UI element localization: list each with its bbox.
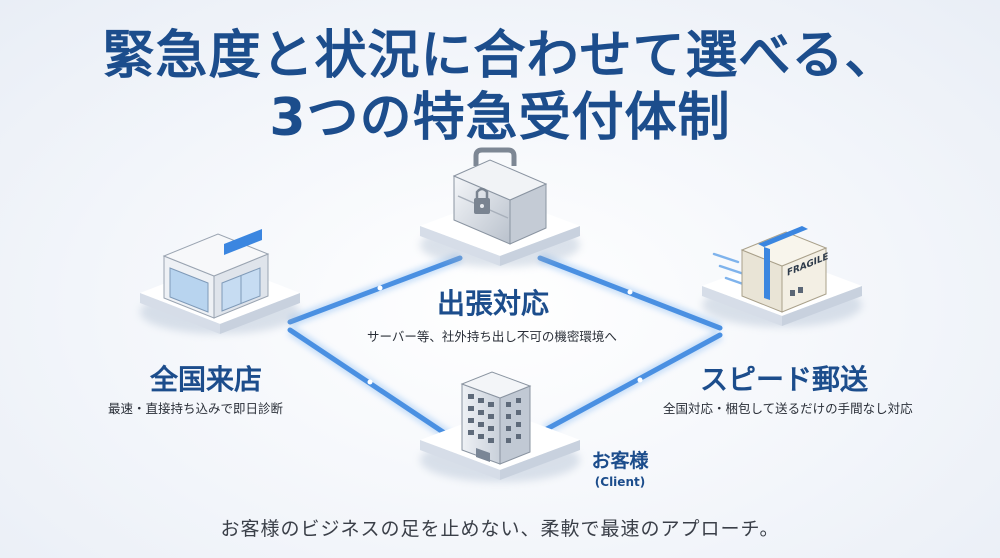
main-title-line2: 3つの特急受付体制	[269, 88, 731, 148]
client-title: お客様	[591, 450, 649, 472]
line-store-to-client	[287, 327, 458, 443]
visit-description: サーバー等、社外持ち出し不可の機密環境へ	[367, 329, 617, 344]
office-building-icon	[460, 371, 532, 465]
flow-dot	[627, 289, 633, 295]
line-store-to-visit	[287, 255, 463, 325]
mail-title: スピード郵送	[700, 363, 869, 396]
storefront-icon	[162, 229, 270, 319]
store-description: 最速・直接持ち込みで即日診断	[108, 401, 284, 416]
store-title: 全国来店	[150, 363, 263, 396]
locked-suitcase-icon	[452, 147, 548, 245]
flow-dot	[367, 379, 373, 385]
flow-dot	[637, 377, 643, 383]
mail-description: 全国対応・梱包して送るだけの手間なし対応	[663, 401, 913, 416]
client-subtitle: (Client)	[594, 475, 646, 489]
visit-title: 出張対応	[437, 287, 550, 320]
tagline: お客様のビジネスの足を止めない、柔軟で最速のアプローチ。	[220, 518, 780, 540]
fragile-parcel-icon: FRAGILE	[712, 226, 828, 313]
flow-dot	[377, 285, 383, 291]
line-client-to-mail	[542, 332, 723, 433]
connection-lines	[286, 252, 723, 445]
client-label: お客様 (Client)	[575, 450, 665, 489]
main-title-line1: 緊急度と状況に合わせて選べる、	[102, 26, 898, 86]
